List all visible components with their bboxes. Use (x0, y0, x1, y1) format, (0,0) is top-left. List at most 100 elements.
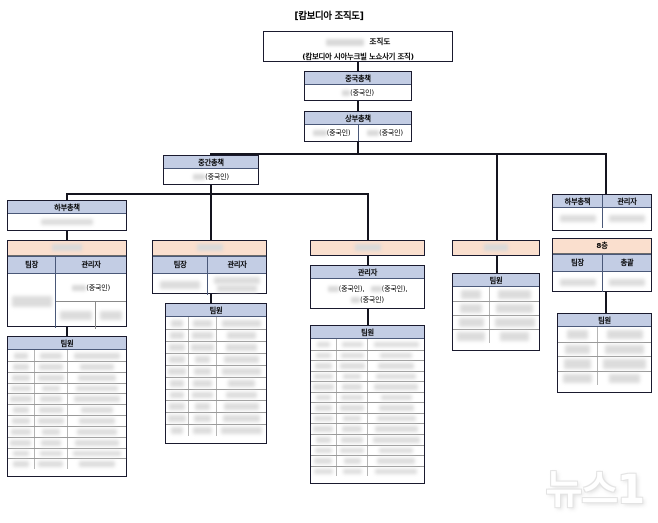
branch-4-member-header: 팀원 (453, 274, 539, 288)
member-cell (367, 361, 424, 371)
member-cell (311, 456, 336, 466)
redacted-name (500, 332, 529, 342)
member-cell (166, 342, 188, 353)
redacted-name (315, 352, 332, 359)
branch-1-col-team-leader: 팀장 (8, 256, 56, 273)
member-row (8, 404, 126, 416)
watermark-news1: 뉴스1 (545, 467, 645, 513)
redacted-name (562, 373, 593, 384)
member-row (453, 287, 539, 302)
redacted-name (169, 343, 185, 351)
branch-2-member-rows (166, 317, 266, 437)
member-cell (66, 362, 126, 372)
member-cell (311, 339, 336, 350)
member-cell (216, 330, 266, 341)
redacted-name (316, 341, 331, 348)
redacted-name (313, 384, 334, 390)
member-cell (558, 327, 597, 342)
redacted-name (566, 329, 589, 340)
member-cell (216, 317, 266, 330)
member-row (558, 370, 651, 386)
member-cell (311, 393, 336, 403)
redacted-name (314, 458, 333, 464)
redacted-name (313, 373, 333, 380)
redacted-floor (354, 244, 381, 252)
nationality-label: (중국인) (350, 89, 374, 98)
redacted-name (38, 461, 64, 468)
redacted-name (224, 403, 259, 411)
redacted-name (41, 428, 61, 435)
branch-4-member-list: 팀원 (452, 273, 540, 351)
redacted-name (76, 428, 118, 435)
member-cell (66, 459, 126, 470)
branch-4-member-rows (453, 287, 539, 344)
member-cell (33, 416, 67, 426)
member-cell (188, 341, 216, 353)
member-cell (335, 382, 368, 392)
redacted-name (193, 174, 206, 181)
member-cell (66, 394, 126, 405)
redacted-name (325, 38, 364, 46)
member-cell (166, 401, 188, 412)
redacted-name (379, 447, 414, 454)
member-cell (216, 413, 266, 425)
branch-1-values: (중국인) (8, 273, 126, 329)
member-row (8, 458, 126, 470)
redacted-name (351, 297, 361, 304)
branch-5-member-header: 팀원 (558, 314, 651, 328)
branch-1-member-header: 팀원 (8, 337, 126, 351)
redacted-name (565, 344, 590, 355)
member-cell (188, 425, 216, 437)
redacted-name (343, 458, 361, 464)
redacted-name (194, 355, 211, 363)
member-cell (367, 392, 424, 403)
redacted-name (227, 332, 256, 339)
redacted-name (214, 277, 261, 284)
redacted-name (39, 407, 63, 414)
redacted-name (80, 407, 114, 414)
branch-1-member-list: 팀원 (7, 336, 127, 477)
redacted-name (193, 415, 212, 423)
redacted-name (458, 318, 484, 328)
branch-3-manager: 관리자 (중국인), (중국인), (중국인) (310, 265, 425, 309)
redacted-name (342, 426, 362, 432)
branch-1-member-rows (8, 350, 126, 470)
member-cell (335, 424, 368, 434)
connector-middle-to-branch3 (367, 193, 369, 240)
member-row (166, 376, 266, 389)
node-middle-chief: 중간총책 (중국인) (163, 155, 259, 185)
branch-1-manager-sub-1 (56, 302, 95, 329)
nationality-label: (중국인) (205, 173, 229, 182)
connector-main-bus (210, 153, 607, 155)
member-row (8, 447, 126, 459)
member-cell (33, 394, 67, 405)
member-row (166, 424, 266, 437)
member-cell (489, 316, 539, 330)
member-cell (311, 372, 336, 382)
member-cell (335, 403, 368, 413)
member-cell (311, 435, 336, 445)
redacted-name (12, 374, 30, 381)
nationality-label: (중국인) (86, 283, 110, 292)
member-cell (33, 426, 67, 437)
redacted-name (222, 415, 261, 423)
member-cell (8, 438, 34, 448)
redacted-name (160, 280, 201, 289)
node-china-chief-body: (중국인) (305, 85, 411, 101)
member-cell (311, 467, 336, 477)
member-cell (188, 330, 216, 341)
member-cell (33, 459, 67, 470)
member-cell (489, 330, 539, 344)
connector-middle-trunk (210, 185, 212, 194)
node-upper-chief-header: 상부총책 (305, 112, 411, 126)
redacted-name (606, 329, 643, 340)
member-cell (367, 371, 424, 382)
branch-1-team-leader-value (8, 274, 55, 328)
member-cell (597, 327, 651, 342)
member-cell (335, 350, 368, 361)
branch-2-manager-value (207, 274, 266, 295)
redacted-name (192, 427, 213, 435)
redacted-name (315, 447, 332, 454)
branch-5-col-team-leader: 팀장 (553, 254, 602, 271)
member-cell (453, 287, 489, 301)
